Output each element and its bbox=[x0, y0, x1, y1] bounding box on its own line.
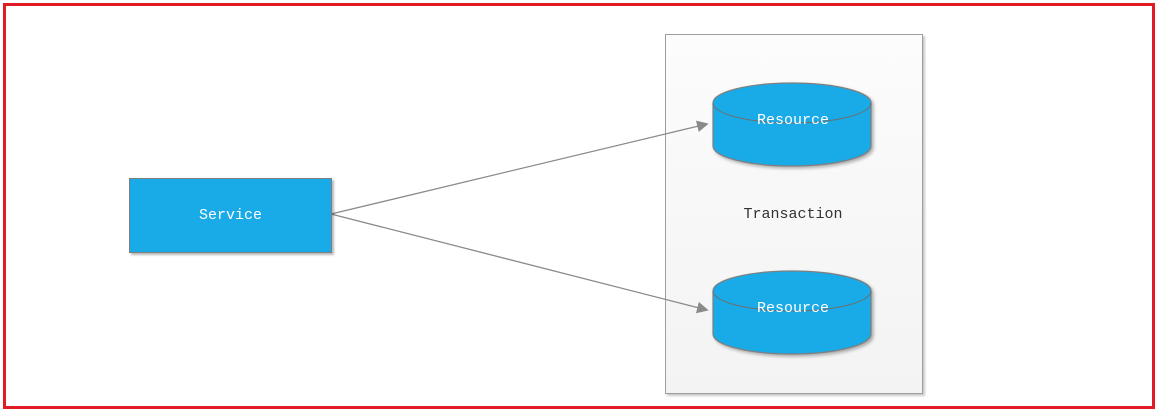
cylinder-shape bbox=[712, 270, 872, 355]
resource-top-node: Resource bbox=[712, 82, 874, 170]
service-node: Service bbox=[129, 178, 332, 253]
resource-top-label: Resource bbox=[756, 112, 829, 129]
cylinder-shape bbox=[712, 82, 872, 167]
resource-bottom-label: Resource bbox=[756, 300, 829, 317]
edge-service-to-resource-top bbox=[330, 120, 709, 215]
edge-service-to-resource-bottom bbox=[330, 213, 709, 314]
service-node-label: Service bbox=[198, 207, 262, 224]
transaction-label: Transaction bbox=[743, 206, 843, 223]
resource-bottom-node: Resource bbox=[712, 270, 874, 358]
